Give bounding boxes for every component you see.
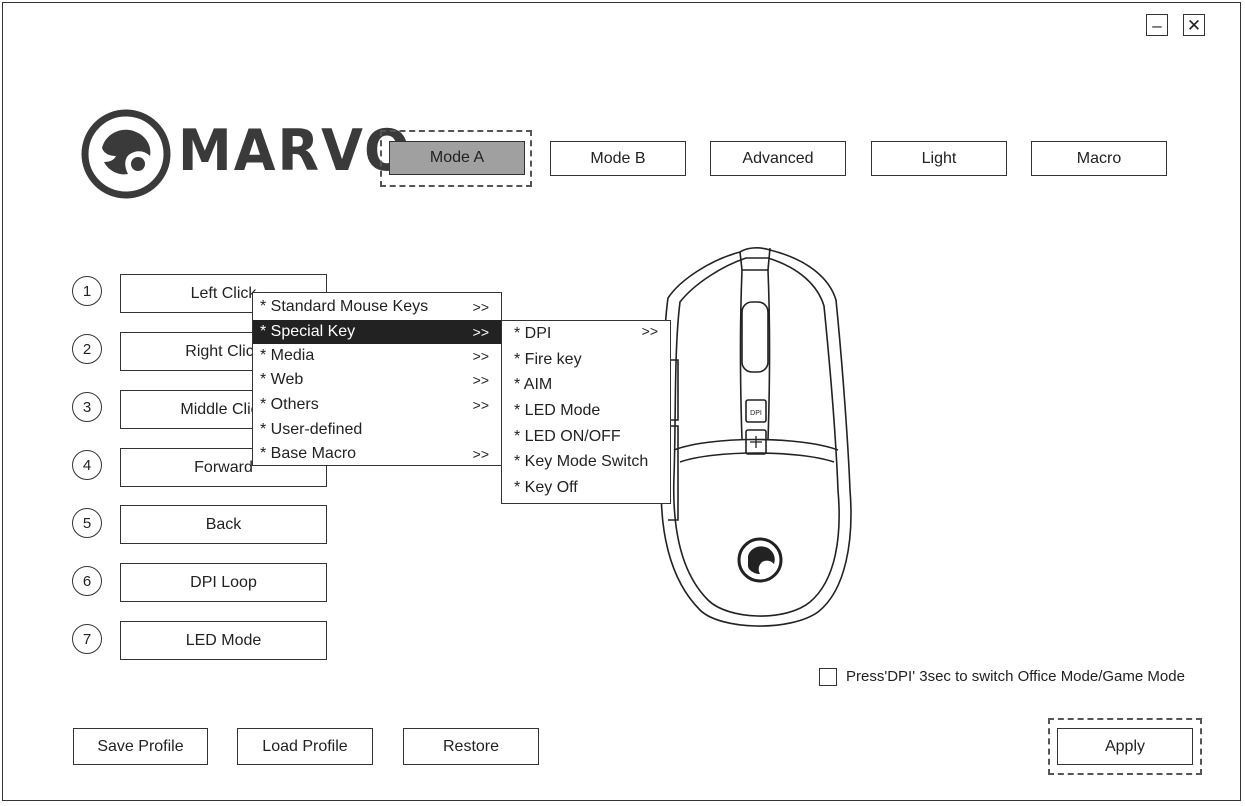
menu-item-label: * Standard Mouse Keys (260, 298, 429, 315)
office-game-mode-checkbox[interactable] (819, 668, 837, 686)
button-number-6: 6 (72, 566, 102, 596)
menu-item-media[interactable]: * Media >> (253, 344, 501, 368)
submenu-arrow-icon: >> (472, 372, 489, 388)
menu-item-label: * Key Off (514, 479, 578, 496)
menu-item-label: * Special Key (260, 323, 356, 340)
menu-item-label: * Others (260, 396, 319, 413)
menu-item-label: * User-defined (260, 421, 363, 438)
key-button-5[interactable]: Back (120, 505, 327, 544)
button-number-2: 2 (72, 334, 102, 364)
context-menu: * Standard Mouse Keys >> * Special Key >… (252, 292, 502, 466)
apply-button[interactable]: Apply (1057, 728, 1193, 765)
menu-item-label: * LED Mode (514, 402, 601, 419)
key-button-6[interactable]: DPI Loop (120, 563, 327, 602)
button-number-3: 3 (72, 392, 102, 422)
submenu-arrow-icon: >> (472, 324, 489, 340)
submenu-item-key-mode-switch[interactable]: * Key Mode Switch (502, 450, 670, 474)
menu-item-others[interactable]: * Others >> (253, 393, 501, 417)
submenu-arrow-icon: >> (472, 446, 489, 462)
menu-item-label: * Web (260, 371, 304, 388)
button-number-4: 4 (72, 450, 102, 480)
menu-item-standard-mouse-keys[interactable]: * Standard Mouse Keys >> (253, 295, 501, 319)
submenu-arrow-icon: >> (472, 299, 489, 315)
menu-item-label: * Base Macro (260, 445, 357, 462)
restore-button[interactable]: Restore (403, 728, 539, 765)
brand-name: MARVO (178, 117, 412, 184)
office-game-mode-label: Press'DPI' 3sec to switch Office Mode/Ga… (846, 668, 1185, 685)
menu-item-label: * Media (260, 347, 315, 364)
marvo-logo-icon (80, 108, 172, 205)
tab-mode-b[interactable]: Mode B (550, 141, 686, 176)
submenu-arrow-icon: >> (472, 397, 489, 413)
tab-light[interactable]: Light (871, 141, 1007, 176)
menu-item-web[interactable]: * Web >> (253, 368, 501, 392)
menu-item-user-defined[interactable]: * User-defined (253, 418, 501, 442)
submenu-item-fire-key[interactable]: * Fire key (502, 348, 670, 372)
svg-text:DPI: DPI (750, 410, 762, 417)
submenu-item-led-mode[interactable]: * LED Mode (502, 399, 670, 423)
menu-item-base-macro[interactable]: * Base Macro >> (253, 442, 501, 466)
close-icon[interactable]: ✕ (1183, 14, 1205, 36)
tab-macro[interactable]: Macro (1031, 141, 1167, 176)
menu-item-label: * Key Mode Switch (514, 453, 649, 470)
menu-item-label: * DPI (514, 325, 552, 342)
menu-item-label: * Fire key (514, 351, 582, 368)
menu-item-label: * LED ON/OFF (514, 428, 621, 445)
key-button-7[interactable]: LED Mode (120, 621, 327, 660)
mouse-diagram-icon: DPI (650, 240, 870, 645)
menu-item-label: * AIM (514, 376, 553, 393)
tab-mode-a[interactable]: Mode A (389, 141, 525, 175)
save-profile-button[interactable]: Save Profile (73, 728, 208, 765)
submenu-item-led-on-off[interactable]: * LED ON/OFF (502, 425, 670, 449)
submenu-item-dpi[interactable]: * DPI >> (502, 322, 670, 346)
submenu-arrow-icon: >> (641, 323, 658, 339)
tab-advanced[interactable]: Advanced (710, 141, 846, 176)
button-number-5: 5 (72, 508, 102, 538)
load-profile-button[interactable]: Load Profile (237, 728, 373, 765)
submenu-item-aim[interactable]: * AIM (502, 373, 670, 397)
submenu-item-key-off[interactable]: * Key Off (502, 476, 670, 500)
special-key-submenu: * DPI >> * Fire key * AIM * LED Mode * L… (501, 320, 671, 504)
minimize-icon[interactable]: – (1146, 14, 1168, 36)
menu-item-special-key[interactable]: * Special Key >> (253, 320, 501, 344)
button-number-7: 7 (72, 624, 102, 654)
button-number-1: 1 (72, 276, 102, 306)
submenu-arrow-icon: >> (472, 348, 489, 364)
